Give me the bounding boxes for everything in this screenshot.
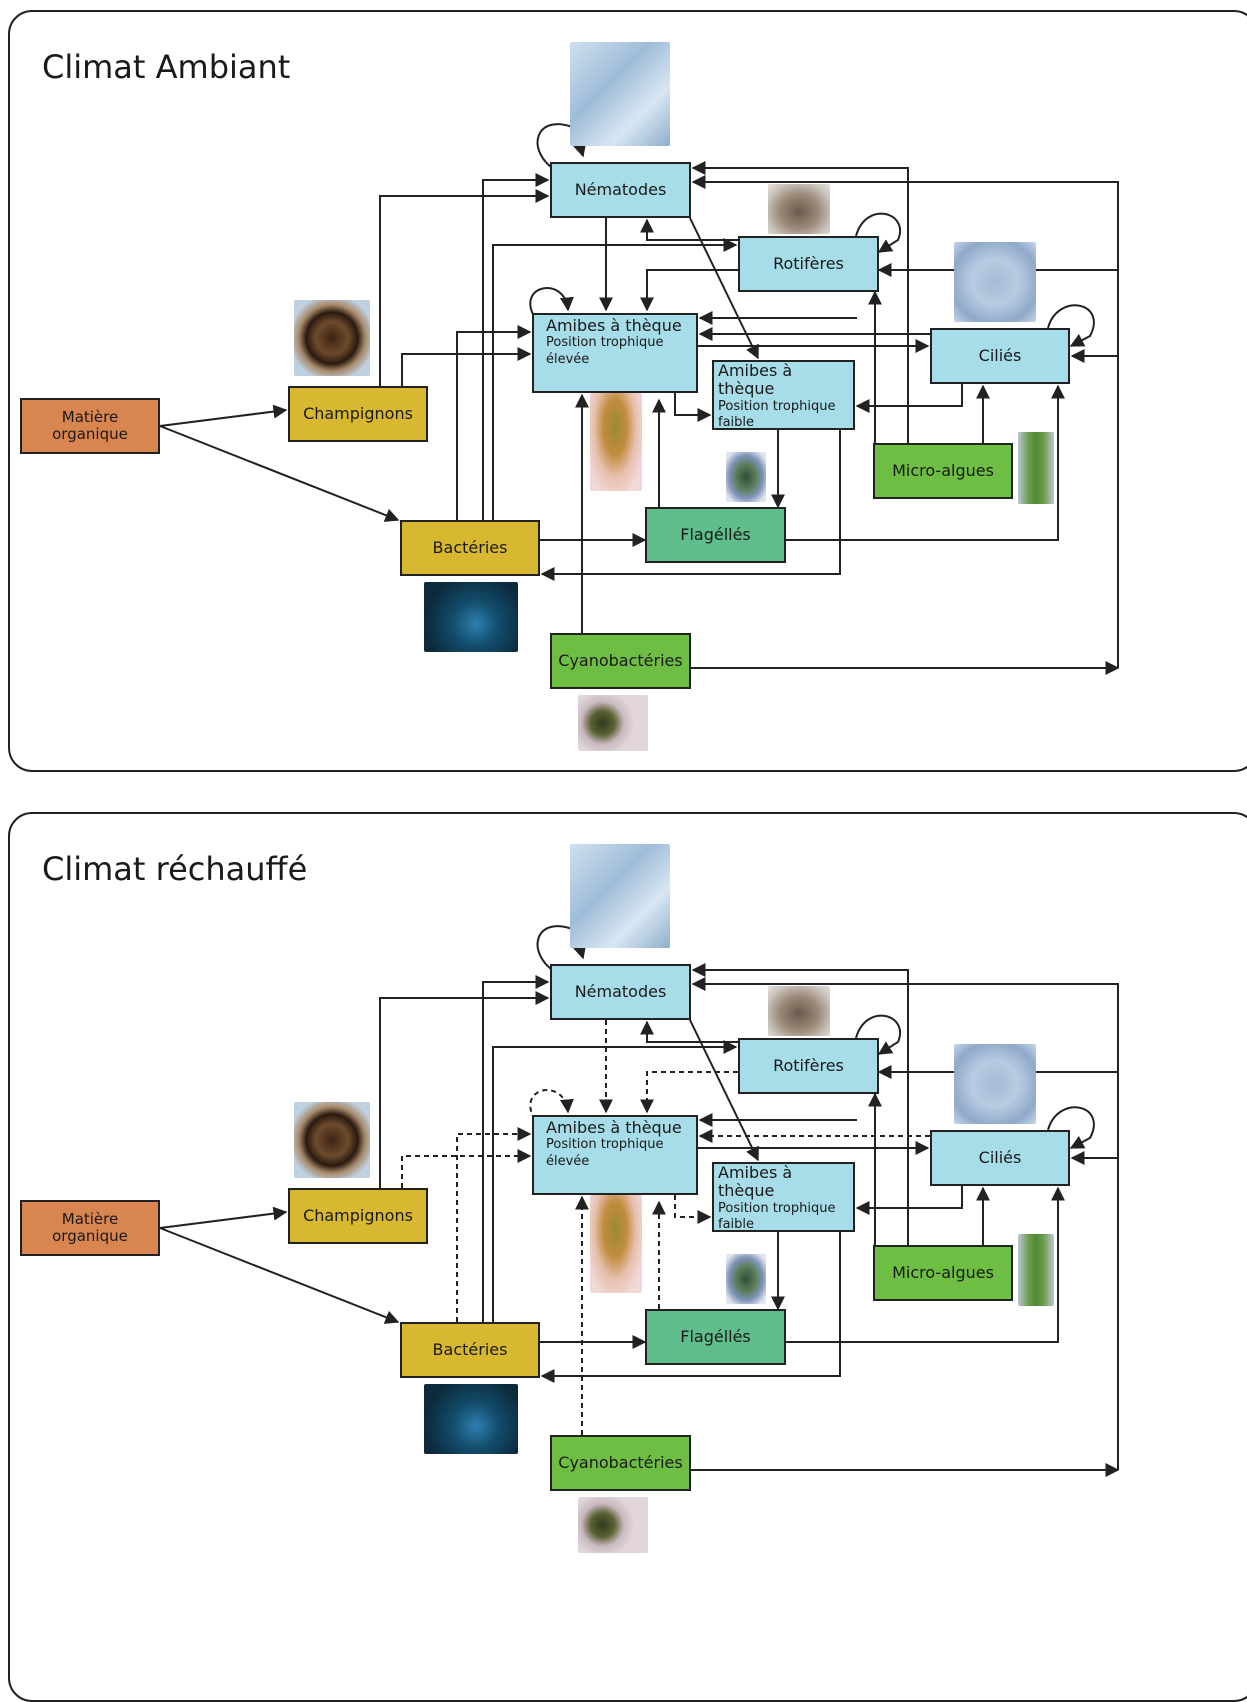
- testate-amoeba-photo: [590, 1195, 642, 1293]
- cyanobacteria-photo: [578, 695, 648, 751]
- arrow-rotiferes-self-loop: [855, 1014, 901, 1055]
- bacteria-photo: [424, 1384, 518, 1454]
- node-nematodes: Nématodes: [550, 964, 691, 1020]
- arrow-matiere-to-champignons: [159, 1206, 288, 1229]
- arrow-flagelles-to-cilies: [786, 1186, 1065, 1343]
- node-matiere-organique: Matière organique: [20, 1200, 160, 1256]
- arrow-rotiferes-to-amibes-elevee: [640, 269, 738, 312]
- arrow-flagelles-to-cilies: [786, 384, 1065, 541]
- ciliate-photo: [954, 242, 1036, 322]
- node-flagelles: Flagéllés: [645, 507, 786, 563]
- arrow-amibes-elevee-to-amibes-faible: [674, 1195, 712, 1224]
- arrow-matiere-to-champignons: [159, 404, 288, 427]
- arrow-amibes-elevee-self-loop: [529, 1089, 574, 1121]
- node-amibes-faible: Amibes à thèque Position trophique faibl…: [712, 1162, 855, 1232]
- arrow-bacteries-to-nematodes-a: [482, 173, 550, 520]
- node-cyanobacteries: Cyanobactéries: [550, 633, 691, 689]
- node-nematodes: Nématodes: [550, 162, 691, 218]
- arrow-champignons-to-nematodes: [379, 189, 550, 386]
- arrow-matiere-to-bacteries: [159, 425, 400, 522]
- cyanobacteria-photo: [578, 1497, 648, 1553]
- arrow-rotiferes-to-nematodes: [640, 1020, 738, 1043]
- node-rotiferes: Rotifères: [738, 236, 879, 292]
- flagellate-photo: [726, 452, 766, 502]
- node-subtitle: Position trophique faible: [718, 1200, 836, 1233]
- node-matiere-organique: Matière organique: [20, 398, 160, 454]
- node-subtitle: Position trophique élevée: [546, 1137, 664, 1169]
- panel-title: Climat Ambiant: [42, 48, 291, 86]
- node-flagelles: Flagéllés: [645, 1309, 786, 1365]
- arrow-bacteries-to-rotiferes: [492, 1040, 738, 1322]
- node-amibes-faible: Amibes à thèque Position trophique faibl…: [712, 360, 855, 430]
- node-micro-algues: Micro-algues: [873, 1245, 1013, 1301]
- arrow-microalgues-to-nematodes: [691, 963, 909, 1245]
- node-cyanobacteries: Cyanobactéries: [550, 1435, 691, 1491]
- arrow-amibes-faible-to-bacteries: [540, 430, 841, 581]
- arrow-amibes-elevee-to-amibes-faible: [674, 393, 712, 422]
- arrow-champignons-to-amibes-elevee: [401, 1149, 532, 1188]
- arrow-amibes-elevee-self-loop: [529, 287, 574, 319]
- arrow-bacteries-to-nematodes-a: [482, 975, 550, 1322]
- nematode-photo: [570, 42, 670, 146]
- fungus-photo: [294, 300, 370, 376]
- bacteria-photo: [424, 582, 518, 652]
- arrow-cilies-self-loop: [1047, 304, 1095, 347]
- arrow-champignons-to-nematodes: [379, 991, 550, 1188]
- arrow-amibes-faible-to-bacteries: [540, 1232, 841, 1383]
- arrow-matiere-to-bacteries: [159, 1227, 400, 1324]
- arrow-cilies-self-loop: [1047, 1106, 1095, 1149]
- arrow-bacteries-to-amibes-elevee: [456, 1127, 532, 1322]
- rotifer-photo: [768, 184, 830, 234]
- rotifer-photo: [768, 986, 830, 1036]
- flagellate-photo: [726, 1254, 766, 1304]
- node-title: Amibes à thèque: [546, 1118, 682, 1137]
- node-bacteries: Bactéries: [400, 1322, 540, 1378]
- node-subtitle: Position trophique élevée: [546, 335, 664, 367]
- node-bacteries: Bactéries: [400, 520, 540, 576]
- node-title: Amibes à thèque: [718, 361, 793, 399]
- node-title: Amibes à thèque: [718, 1163, 793, 1201]
- node-cilies: Ciliés: [930, 328, 1070, 384]
- arrow-right-rail-to-nematodes: [691, 175, 1119, 668]
- testate-amoeba-photo: [590, 393, 642, 491]
- micro-algae-photo: [1018, 1234, 1054, 1306]
- arrow-champignons-to-amibes-elevee: [401, 347, 532, 386]
- arrow-microalgues-to-nematodes: [691, 161, 909, 443]
- ciliate-photo: [954, 1044, 1036, 1124]
- arrow-cilies-to-amibes-faible: [855, 384, 963, 413]
- arrow-right-rail-to-nematodes: [691, 977, 1119, 1470]
- nematode-photo: [570, 844, 670, 948]
- arrow-bacteries-to-rotiferes: [492, 238, 738, 520]
- arrow-rotiferes-to-amibes-elevee: [640, 1071, 738, 1114]
- node-micro-algues: Micro-algues: [873, 443, 1013, 499]
- fungus-photo: [294, 1102, 370, 1178]
- node-cilies: Ciliés: [930, 1130, 1070, 1186]
- node-amibes-elevee: Amibes à thèque Position trophique élevé…: [532, 1115, 698, 1195]
- arrow-rotiferes-self-loop: [855, 212, 901, 253]
- node-amibes-elevee: Amibes à thèque Position trophique élevé…: [532, 313, 698, 393]
- arrow-bacteries-to-amibes-elevee: [456, 325, 532, 520]
- arrow-cilies-to-amibes-faible: [855, 1186, 963, 1215]
- node-rotiferes: Rotifères: [738, 1038, 879, 1094]
- panel-title: Climat réchauffé: [42, 850, 308, 888]
- node-title: Amibes à thèque: [546, 316, 682, 335]
- arrow-rotiferes-to-nematodes: [640, 218, 738, 241]
- micro-algae-photo: [1018, 432, 1054, 504]
- node-subtitle: Position trophique faible: [718, 398, 836, 431]
- node-champignons: Champignons: [288, 386, 428, 442]
- node-champignons: Champignons: [288, 1188, 428, 1244]
